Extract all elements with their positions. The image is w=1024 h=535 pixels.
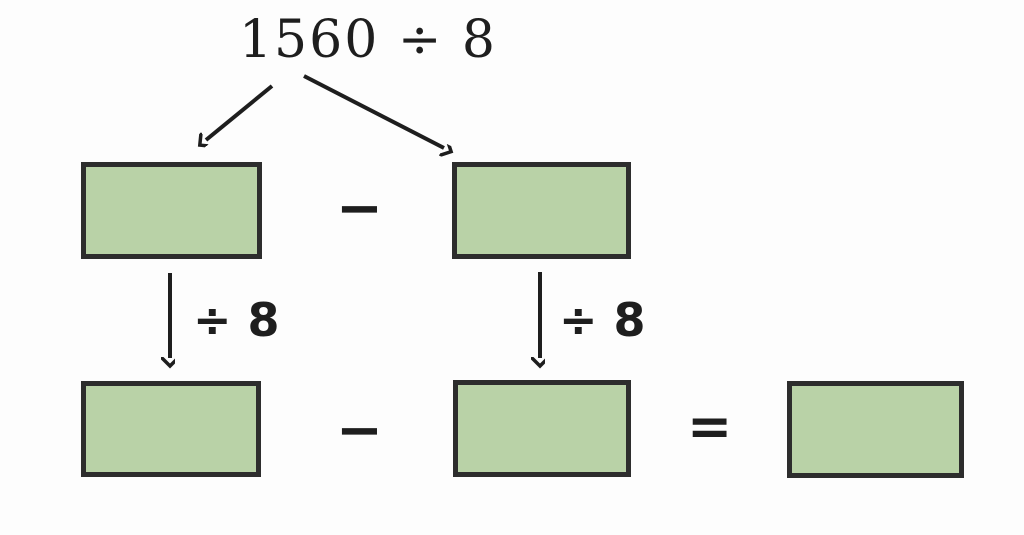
equals-operator: = [687, 395, 733, 458]
divide-by-8-label-right: ÷ 8 [559, 293, 646, 347]
answer-box-bottom-mid[interactable] [453, 380, 631, 477]
dividend-expression: 1560 ÷ 8 [238, 10, 498, 70]
split-arrow-right-icon [303, 74, 444, 148]
answer-box-top-left[interactable] [81, 162, 262, 259]
divide-by-8-label-left: ÷ 8 [193, 293, 280, 347]
split-arrow-left-icon [206, 84, 274, 140]
answer-box-bottom-left[interactable] [81, 381, 261, 477]
answer-box-result[interactable] [787, 381, 964, 478]
minus-operator-top: − [336, 176, 383, 241]
minus-operator-bottom: − [336, 398, 383, 463]
answer-box-top-right[interactable] [452, 162, 631, 259]
